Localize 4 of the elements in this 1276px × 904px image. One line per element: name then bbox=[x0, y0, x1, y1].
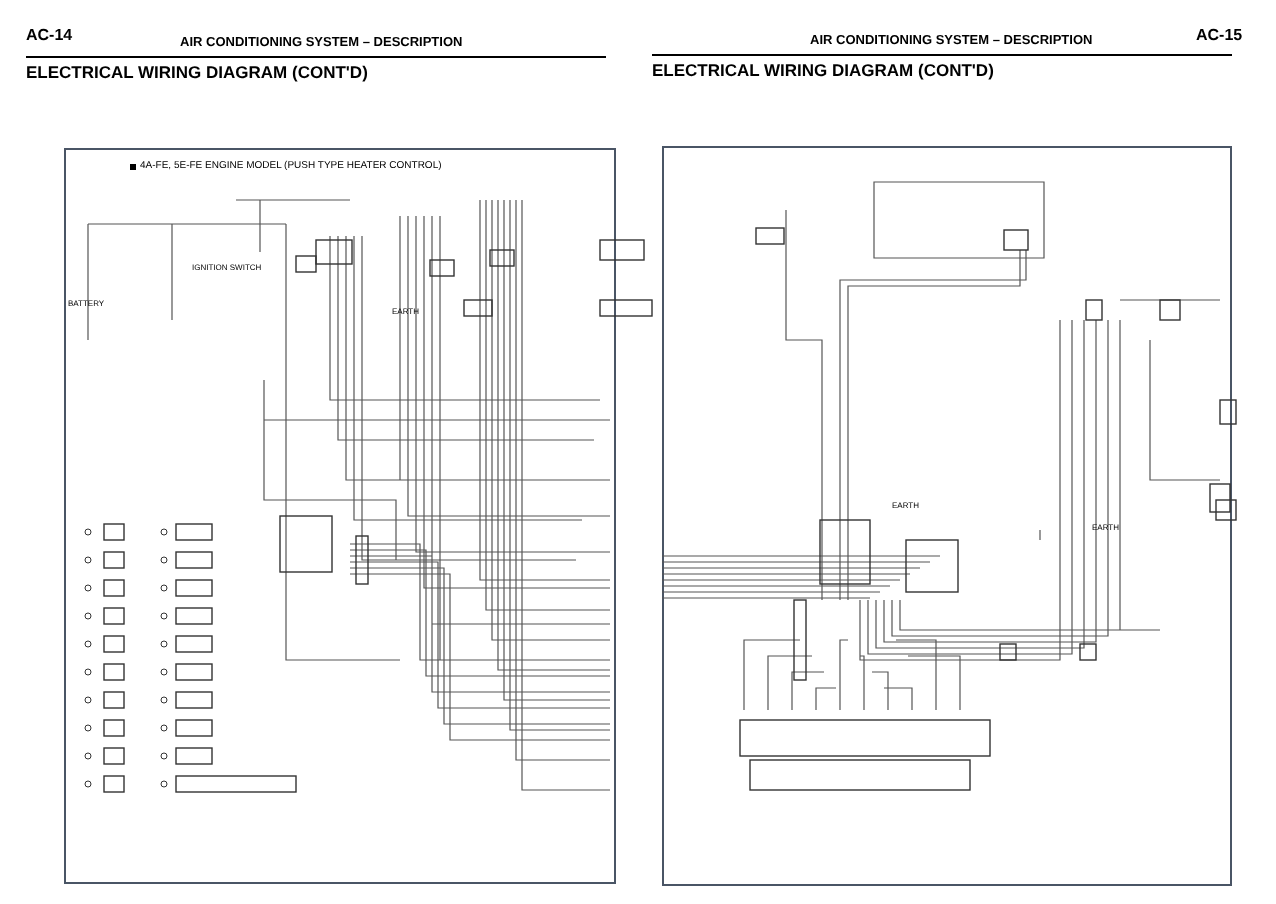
page-number: AC-15 bbox=[1196, 28, 1243, 44]
page-title: ELECTRICAL WIRING DIAGRAM (CONT'D) bbox=[652, 62, 994, 79]
page-title: ELECTRICAL WIRING DIAGRAM (CONT'D) bbox=[26, 64, 368, 81]
page-number: AC-14 bbox=[26, 28, 73, 44]
